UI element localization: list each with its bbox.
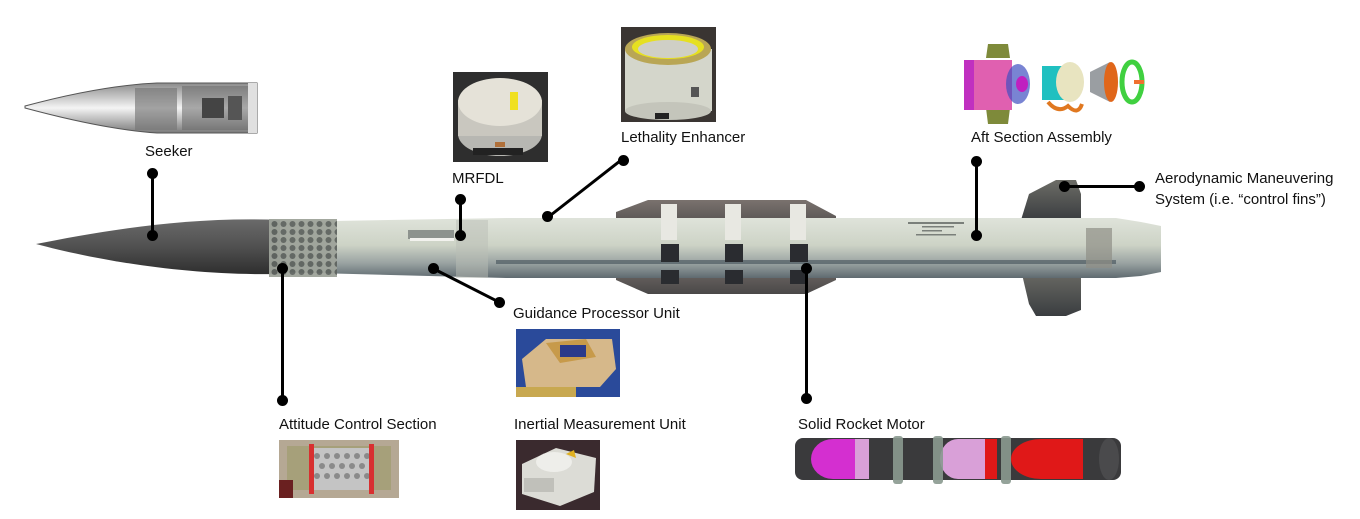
srm-leader-line [805, 268, 808, 398]
seeker-leader-dot-bottom [147, 230, 158, 241]
ams-leader-dot-right [1134, 181, 1145, 192]
acs-image [279, 440, 399, 498]
gpu-leader-dot-end [494, 297, 505, 308]
mrfdl-image [453, 72, 548, 162]
aft-leader-line [975, 161, 978, 236]
mrfdl-label: MRFDL [452, 170, 504, 187]
srm-leader-dot-end [801, 393, 812, 404]
lethality-leader-dot-bottom [542, 211, 553, 222]
lethality-leader-dot-top [618, 155, 629, 166]
acs-leader-line [281, 268, 284, 400]
srm-label: Solid Rocket Motor [798, 416, 925, 433]
srm-image [793, 436, 1125, 484]
seeker-label: Seeker [145, 143, 193, 160]
ams-leader-line [1064, 185, 1139, 188]
acs-label: Attitude Control Section [279, 416, 437, 433]
gpu-label: Guidance Processor Unit [513, 305, 680, 322]
aft-leader-dot-bottom [971, 230, 982, 241]
seeker-leader-line [151, 173, 154, 235]
gpu-image [516, 329, 620, 397]
mrfdl-leader-dot-bottom [455, 230, 466, 241]
seeker-image [22, 80, 262, 136]
ams-label-line1: Aerodynamic Maneuvering [1155, 170, 1334, 187]
imu-image [516, 440, 600, 510]
lethality-enhancer-image [621, 27, 716, 122]
lethality-enhancer-label: Lethality Enhancer [621, 129, 746, 146]
aft-section-label: Aft Section Assembly [971, 129, 1112, 146]
missile-body [36, 180, 1166, 320]
mrfdl-leader-line [459, 199, 462, 235]
acs-leader-dot-end [277, 395, 288, 406]
aft-section-image [958, 44, 1148, 124]
ams-label-line2: System (i.e. “control fins”) [1155, 191, 1326, 208]
imu-label: Inertial Measurement Unit [514, 416, 686, 433]
